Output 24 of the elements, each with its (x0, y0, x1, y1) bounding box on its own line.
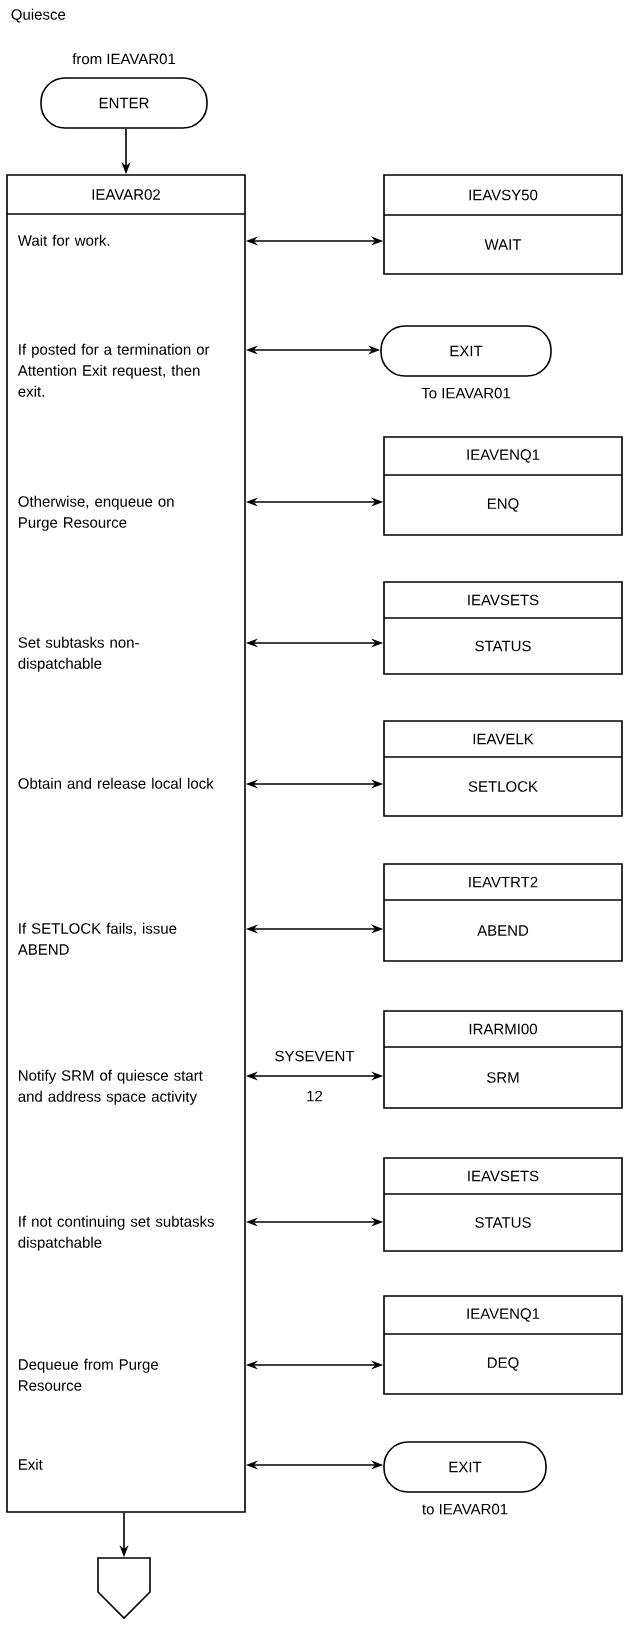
module-box: IEAVENQ1 DEQ (383, 1295, 623, 1395)
off-page-connector (97, 1557, 151, 1620)
module-box: IEAVSETS STATUS (383, 581, 623, 675)
step-text: Set subtasks non-dispatchable (18, 636, 139, 672)
module-box: IRARMI00 SRM (383, 1010, 623, 1109)
step-text: If SETLOCK fails, issue ABEND (17, 922, 177, 955)
step-text: Notify SRM of quiesce start and address space activity (18, 1069, 203, 1105)
terminal-caption: from IEAVAR01 (72, 53, 176, 65)
title: Quiesce (11, 8, 66, 23)
step-text: Exit (19, 1458, 43, 1470)
module-box: IEAVSY50 WAIT (383, 174, 623, 275)
module-box: IEAVENQ1 ENQ (383, 436, 623, 536)
step-text: Wait for work. (17, 234, 110, 246)
step-text: If not continuing set subtasks dispatchable (18, 1215, 214, 1251)
step-text: Dequeue from Purge Resource (19, 1358, 158, 1391)
module-box: IEAVTRT2 ABEND (383, 863, 623, 962)
edge-label: SYSEVENT 12 (275, 1050, 355, 1102)
module-box: IEAVSETS STATUS (383, 1157, 623, 1252)
terminal-caption: to IEAVAR01 (422, 1503, 508, 1515)
step-text: Otherwise, enqueue on Purge Resource (18, 495, 174, 531)
step-text: Obtain and release local lock (18, 777, 214, 789)
step-text: If posted for a termination or Attention Exit request, then exit. (17, 343, 210, 397)
terminal-caption: To IEAVAR01 (421, 387, 510, 399)
module-box: IEAVELK SETLOCK (383, 720, 623, 817)
